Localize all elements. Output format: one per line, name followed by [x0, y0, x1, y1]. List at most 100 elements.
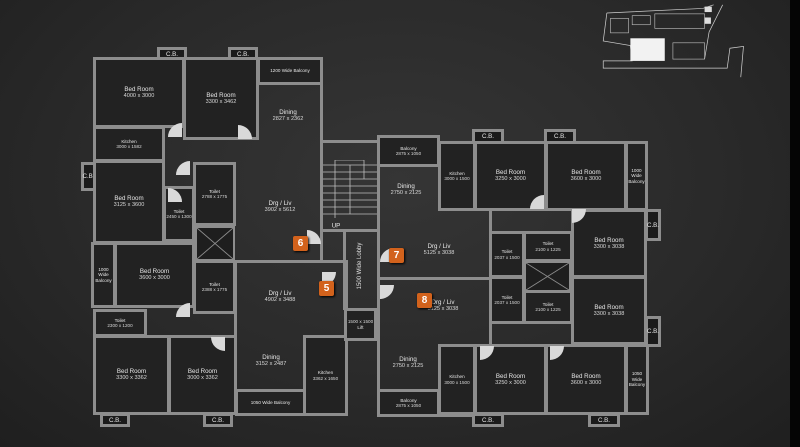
room-name: Bed Room	[124, 85, 154, 93]
room-toilet[interactable]: Toilet 2037 x 1500	[489, 231, 525, 278]
room-dimensions: 2750 x 2125	[390, 190, 422, 196]
room-dimensions: 2388 x 1775	[201, 287, 228, 292]
lift-label: Lift	[357, 324, 364, 330]
room-bedroom[interactable]: Bed Room 3300 x 3462	[183, 57, 259, 140]
key-plan-thumbnail[interactable]	[596, 2, 786, 80]
cupboard-label: C.B.	[646, 328, 660, 335]
room-dimensions: 2875 x 1050	[395, 403, 422, 408]
room-dimensions: 3362 x 1650	[312, 375, 339, 381]
cupboard-label: C.B.	[553, 133, 567, 140]
right-edge-strip	[790, 0, 800, 447]
room-dimensions: 2037 x 1500	[494, 254, 520, 260]
room-drawing-living[interactable]: Drg / Liv 4902 x 3488	[265, 290, 296, 304]
room-dimensions: 3300 x 3462	[205, 98, 237, 105]
flat-marker-7[interactable]: 7	[389, 248, 404, 263]
room-balcony[interactable]: 1050 Wide Balcony	[625, 344, 649, 415]
room-drawing-living[interactable]: Drg / Liv 5125 x 3038	[428, 299, 459, 313]
room-dining[interactable]: Dining 2750 x 2125	[391, 183, 422, 197]
room-name: Kitchen	[121, 138, 137, 144]
room-name: Dining	[262, 354, 280, 361]
room-kitchen[interactable]: Kitchen 3362 x 1650	[303, 335, 348, 416]
room-balcony[interactable]: 1200 Wide Balcony	[257, 57, 323, 85]
room-name: Kitchen	[449, 170, 465, 176]
room-dimensions: 3600 x 3000	[139, 275, 170, 281]
room-toilet[interactable]: Toilet 2100 x 1225	[523, 231, 573, 262]
room-name: Bed Room	[594, 303, 624, 311]
room-bedroom[interactable]: Bed Room 3600 x 3000	[545, 141, 627, 211]
room-bedroom[interactable]: Bed Room 3600 x 3000	[114, 242, 195, 308]
room-name: Toilet	[501, 294, 513, 300]
room-toilet[interactable]: Toilet 2300 x 1200	[93, 309, 147, 337]
room-dimensions: 3000 x 1500	[444, 379, 470, 385]
flat-marker-5[interactable]: 5	[319, 281, 334, 296]
room-toilet[interactable]: Toilet 2388 x 1775	[193, 260, 236, 314]
room-toilet[interactable]: Toilet 2788 x 1775	[193, 162, 236, 226]
room-balcony[interactable]: Balcony 2875 x 1050	[377, 135, 440, 167]
room-dimensions: 4000 x 3000	[123, 92, 155, 99]
room-bedroom[interactable]: Bed Room 3300 x 3362	[93, 335, 170, 415]
room-bedroom[interactable]: Bed Room 3300 x 3038	[571, 209, 647, 278]
room-toilet[interactable]: Toilet 2100 x 1225	[523, 290, 573, 324]
flat-marker-8[interactable]: 8	[417, 293, 432, 308]
room-kitchen[interactable]: Kitchen 3000 x 1500	[438, 141, 476, 211]
cupboard: C.B.	[203, 413, 233, 427]
room-name: Drg / Liv	[427, 243, 451, 250]
room-name: Bed Room	[139, 268, 170, 275]
room-dimensions: 3250 x 3000	[495, 176, 526, 182]
room-bedroom[interactable]: Bed Room 3125 x 3600	[93, 160, 165, 244]
wall-divider	[380, 277, 492, 280]
room-dimensions: 2037 x 1500	[494, 300, 520, 305]
room-name: Drg / Liv	[268, 290, 292, 297]
room-dimensions: 2827 x 2362	[272, 116, 304, 122]
cupboard-label: C.B.	[481, 133, 495, 140]
room-toilet[interactable]: Toilet 2037 x 1500	[489, 276, 525, 324]
room-drawing-living[interactable]: Drg / Liv 3902 x 5612	[265, 200, 296, 214]
lift[interactable]: 1500 x 1500 Lift	[344, 308, 377, 341]
room-dimensions: 2450 x 1300	[166, 214, 192, 219]
room-name: Balcony	[400, 145, 417, 151]
room-dining[interactable]: Dining 3152 x 2487	[256, 354, 287, 368]
cupboard: C.B.	[645, 209, 661, 241]
room-dimensions: 3125 x 3600	[113, 202, 145, 208]
room-dimensions: 3000 x 1500	[444, 176, 470, 181]
room-dimensions: 3300 x 3362	[116, 375, 147, 381]
door-swing-icon	[176, 161, 190, 175]
stair-steps	[323, 159, 377, 220]
room-name: Kitchen	[449, 374, 465, 380]
cupboard-label: C.B.	[211, 416, 225, 424]
room-kitchen[interactable]: Kitchen 3000 x 1582	[93, 126, 165, 162]
duct-shaft	[524, 261, 571, 292]
room-balcony[interactable]: 1050 Wide Balcony	[235, 389, 306, 416]
lift-dimensions: 1500 x 1500	[347, 319, 374, 325]
room-balcony[interactable]: 1000 Wide Balcony	[91, 242, 116, 308]
room-dimensions: 5125 x 3038	[423, 250, 455, 256]
room-name: Toilet	[209, 281, 220, 287]
room-balcony[interactable]: Balcony 2875 x 1050	[377, 389, 440, 417]
flat-marker-6[interactable]: 6	[293, 236, 308, 251]
room-name: Balcony	[400, 397, 417, 403]
room-dining[interactable]: Dining 2827 x 2362	[273, 109, 304, 123]
room-dining[interactable]: Dining 2750 x 2125	[393, 356, 424, 370]
room-bedroom[interactable]: Bed Room 4000 x 3000	[93, 57, 185, 128]
room-name: Dining	[397, 183, 415, 190]
room-drawing-living[interactable]: Drg / Liv 5125 x 3038	[424, 243, 455, 257]
room-name: Drg / Liv	[431, 299, 455, 306]
room-dimensions: 2100 x 1225	[535, 307, 561, 312]
duct-shaft	[195, 226, 235, 261]
room-dimensions: 3152 x 2487	[255, 361, 287, 367]
room-name: Toilet	[542, 301, 554, 307]
room-name: Bed Room	[571, 169, 601, 176]
room-name: Toilet	[173, 208, 185, 214]
room-bedroom[interactable]: Bed Room 3300 x 3038	[571, 276, 647, 345]
room-name: Bed Room	[495, 169, 526, 176]
cupboard: C.B.	[472, 413, 504, 427]
cupboard-label: C.B.	[236, 50, 250, 58]
cupboard-label: C.B.	[481, 416, 495, 424]
room-name: Bed Room	[571, 372, 601, 380]
room-balcony[interactable]: 1000 Wide Balcony	[625, 141, 648, 211]
room-dimensions: 3300 x 3038	[593, 243, 625, 250]
room-kitchen[interactable]: Kitchen 3000 x 1500	[438, 344, 476, 415]
room-name: Bed Room	[114, 195, 144, 202]
room-dimensions: 3250 x 3000	[495, 379, 526, 386]
room-bedroom[interactable]: Bed Room 3000 x 3362	[168, 335, 237, 415]
